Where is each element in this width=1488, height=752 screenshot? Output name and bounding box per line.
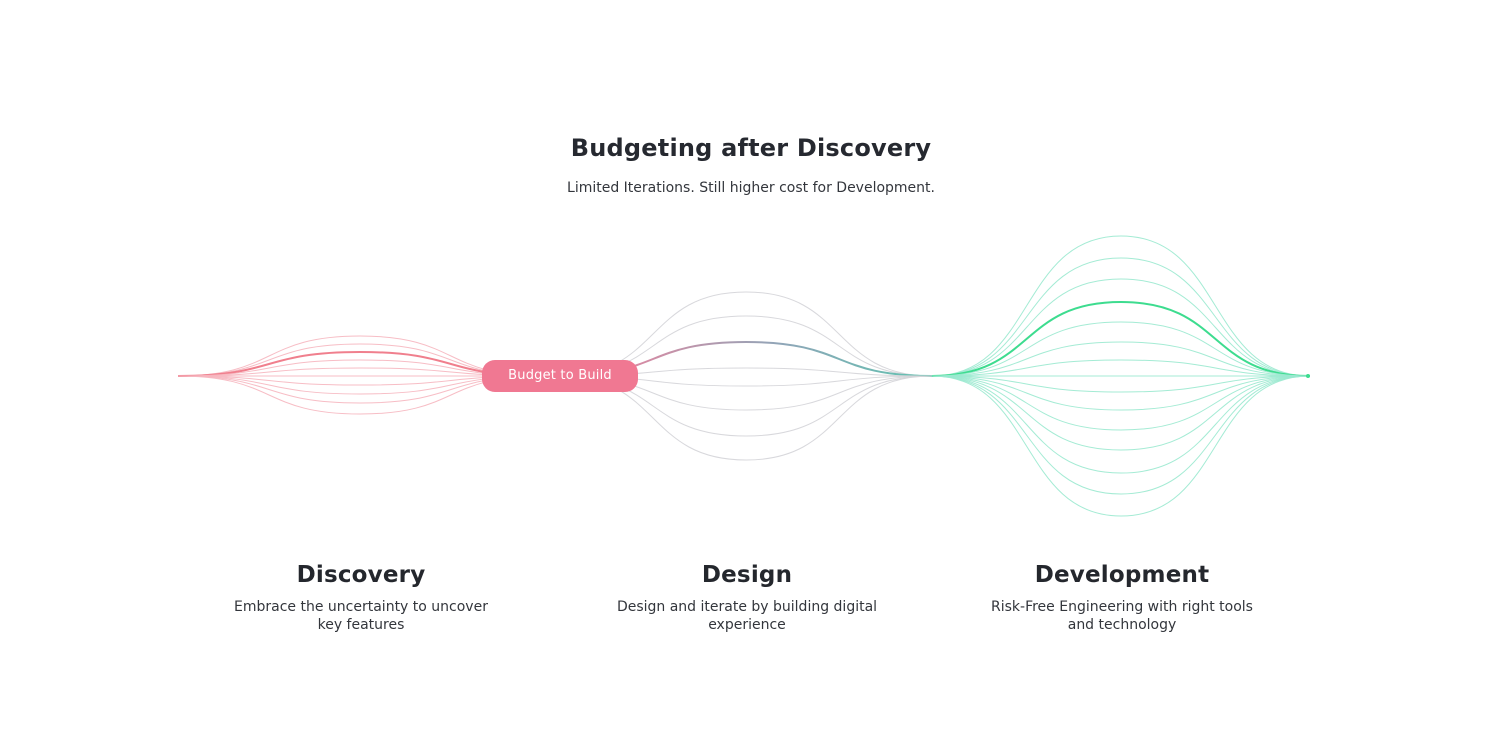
- discovery-wave-line: [177, 335, 543, 377]
- stage-design-description: Design and iterate by building digital e…: [616, 599, 878, 633]
- development-wave-line: [931, 257, 1311, 377]
- design-wave-line: [559, 375, 933, 461]
- development-wave-line: [931, 375, 1311, 411]
- design-wave-line: [559, 291, 933, 377]
- budget-to-build-badge: Budget to Build: [482, 360, 638, 392]
- discovery-wave-line: [177, 375, 543, 404]
- development-wave-line: [931, 375, 1311, 451]
- development-wave-line: [931, 235, 1311, 377]
- stage-design-title: Design: [701, 562, 793, 588]
- discovery-wave-line: [177, 375, 543, 386]
- discovery-wave-group: [177, 335, 543, 415]
- discovery-wave-line: [177, 359, 543, 377]
- stage-discovery-title: Discovery: [296, 562, 426, 588]
- stage-development-title: Development: [1034, 562, 1210, 588]
- stage-development-description: Risk-Free Engineering with right tools a…: [991, 599, 1253, 633]
- development-wave-group: [931, 235, 1311, 517]
- page-title: Budgeting after Discovery: [570, 134, 932, 162]
- development-wave-main-line: [931, 300, 1311, 377]
- design-wave-group: [559, 291, 933, 461]
- development-end-dot: [1306, 374, 1310, 378]
- development-wave-line: [931, 375, 1311, 393]
- discovery-wave-line: [177, 375, 543, 415]
- page-subtitle: Limited Iterations. Still higher cost fo…: [567, 180, 935, 196]
- stage-discovery-description: Embrace the uncertainty to uncover key f…: [234, 599, 488, 633]
- stage-design: Design Design and iterate by building di…: [597, 562, 897, 634]
- discovery-wave-line: [177, 343, 543, 377]
- stage-discovery: Discovery Embrace the uncertainty to unc…: [211, 562, 511, 634]
- development-wave-line: [931, 359, 1311, 377]
- development-wave-line: [931, 375, 1311, 517]
- development-wave-line: [931, 375, 1311, 474]
- development-wave-line: [931, 375, 1311, 495]
- development-wave-line: [931, 278, 1311, 377]
- discovery-wave-line: [177, 375, 543, 395]
- development-wave-line: [931, 321, 1311, 377]
- development-wave-line: [931, 375, 1311, 431]
- development-wave-line: [931, 341, 1311, 377]
- discovery-wave-main-line: [177, 350, 543, 377]
- discovery-wave-line: [177, 367, 543, 377]
- stage-development: Development Risk-Free Engineering with r…: [972, 562, 1272, 634]
